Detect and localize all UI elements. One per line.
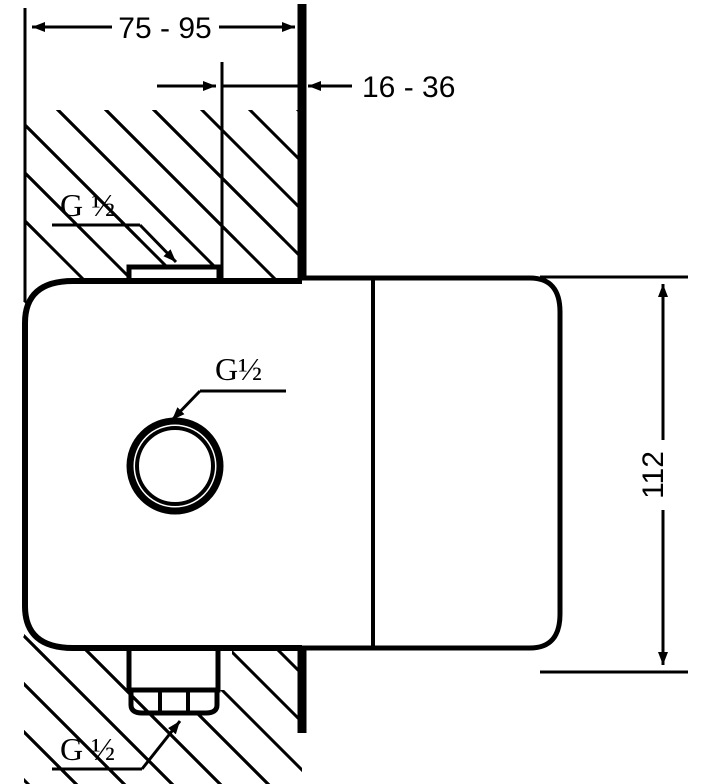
dimension-label-finish-thickness: 16 - 36 (362, 71, 455, 104)
top-port-fitting (126, 264, 222, 280)
bottom-port-fitting (126, 648, 221, 716)
dimension-wall-depth: 75 - 95 (23, 8, 295, 300)
callout-front-leader (170, 389, 202, 422)
front-port-ring (126, 417, 224, 515)
callout-bottom-connection: G ½ (52, 720, 182, 771)
front-port-inner-circle (135, 426, 215, 506)
dimension-label-body-height: 112 (637, 451, 670, 499)
trim-plate (302, 275, 563, 651)
callout-label-front: G½ (215, 351, 262, 387)
callout-bottom-leader (140, 720, 182, 770)
dimension-label-wall-depth: 75 - 95 (118, 12, 211, 45)
front-port-outer-circle (126, 417, 224, 515)
dimension-finish-thickness: 16 - 36 (157, 62, 455, 282)
valve-body (22, 278, 302, 651)
callout-label-top: G ½ (60, 187, 115, 223)
callout-top-connection: G ½ (52, 187, 178, 264)
callout-label-bottom: G ½ (60, 731, 115, 767)
callout-top-leader (138, 223, 178, 264)
callout-front-connection: G½ (170, 351, 286, 422)
dimension-body-height: 112 (540, 275, 688, 674)
